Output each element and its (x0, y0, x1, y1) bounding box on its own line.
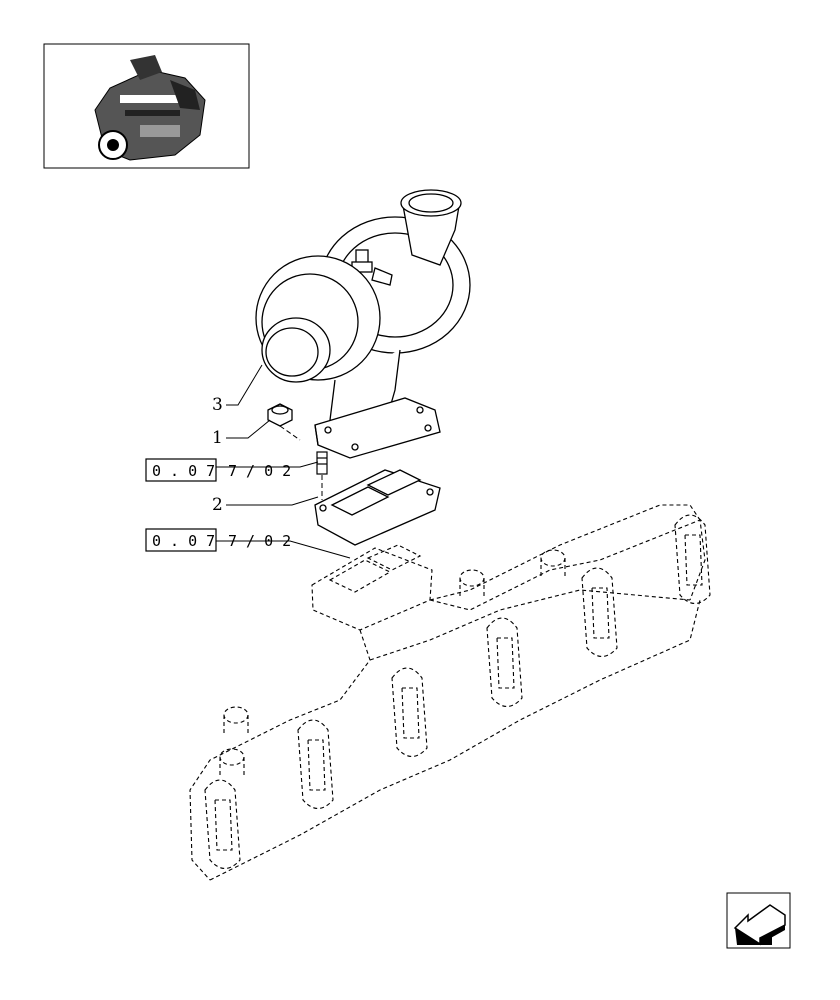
stud-ref-box-text: 0 . 0 7 (152, 462, 215, 480)
previous-page-arrow-icon (733, 904, 786, 946)
engine-thumbnail-icon (94, 55, 206, 161)
stud-reference-link[interactable]: 0 . 0 7 7 / 0 2 (145, 458, 291, 482)
previous-page-button[interactable] (726, 892, 791, 949)
callout-1: 1 (212, 428, 223, 448)
turbocharger (255, 189, 471, 459)
manifold-reference-link[interactable]: 0 . 0 7 7 / 0 2 (145, 528, 291, 552)
nut (267, 403, 293, 427)
manifold-ref-suffix-text: 7 / 0 2 (228, 532, 291, 550)
gasket (314, 469, 441, 546)
manifold-ref-box-text: 0 . 0 7 (152, 532, 215, 550)
callout-3: 3 (212, 395, 223, 415)
stud (316, 451, 328, 475)
callout-leaders (215, 364, 351, 559)
stud-ref-suffix-text: 7 / 0 2 (228, 462, 291, 480)
callout-2: 2 (212, 495, 223, 515)
exhaust-manifold (189, 504, 711, 881)
engine-thumbnail[interactable] (43, 43, 250, 169)
